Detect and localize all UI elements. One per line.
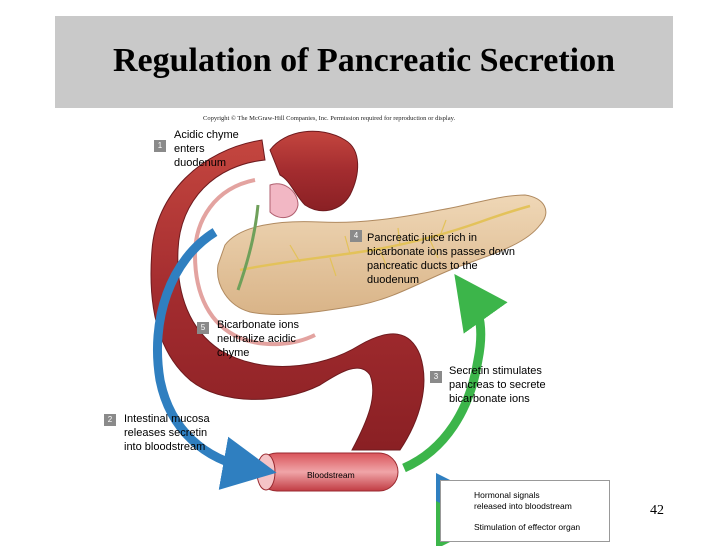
bloodstream-vessel-end bbox=[256, 453, 276, 491]
bloodstream-label: Bloodstream bbox=[307, 470, 355, 480]
step-3-number: 3 bbox=[430, 371, 442, 383]
title-bar: Regulation of Pancreatic Secretion bbox=[55, 16, 673, 108]
step-2-number: 2 bbox=[104, 414, 116, 426]
pancreatic-duct-branch bbox=[289, 219, 447, 277]
duodenum bbox=[150, 139, 425, 451]
step-4-number: 4 bbox=[350, 230, 362, 242]
bile-duct bbox=[236, 204, 260, 291]
page-number: 42 bbox=[650, 503, 664, 518]
step-1-number: 1 bbox=[154, 140, 166, 152]
step-5-number: 5 bbox=[197, 322, 209, 334]
copyright-notice: Copyright © The McGraw-Hill Companies, I… bbox=[203, 115, 456, 122]
hormonal-arrow bbox=[153, 228, 277, 490]
legend-effector-label: Stimulation of effector organ bbox=[474, 522, 581, 532]
duodenum-interior bbox=[192, 178, 316, 347]
pyloric-sphincter bbox=[269, 183, 299, 219]
effector-arrow bbox=[402, 274, 508, 473]
stomach bbox=[269, 130, 359, 212]
slide-title: Regulation of Pancreatic Secretion bbox=[112, 42, 616, 79]
